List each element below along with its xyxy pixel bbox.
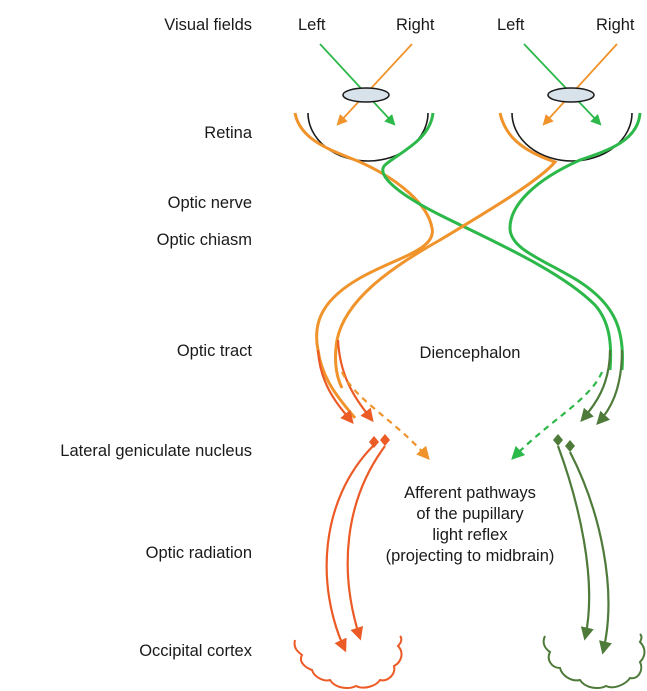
left-eye-temporal-fibers — [293, 112, 434, 419]
diencephalon-label: Diencephalon — [420, 344, 521, 362]
right-eye-nasal-fibers — [334, 112, 558, 389]
right-eye-orange-ray — [542, 43, 618, 126]
right-lgn-diamond-1 — [553, 434, 563, 446]
right-lgn-nuclei — [553, 434, 575, 452]
afferent-label-line4: (projecting to midbrain) — [386, 547, 555, 565]
right-field-label-1: Right — [396, 16, 435, 34]
left-optic-radiation — [325, 445, 386, 653]
left-lgn-diamond-2 — [380, 434, 390, 446]
right-occipital-cortex-shape — [542, 633, 646, 689]
right-eye-pathways — [334, 112, 642, 389]
left-eye-lens-icon — [342, 87, 390, 103]
right-eye-lens-icon — [547, 87, 595, 103]
left-field-label-2: Left — [497, 16, 525, 34]
left-lgn-nuclei — [369, 434, 390, 448]
left-tract-to-lgn — [316, 339, 430, 460]
lgn-label: Lateral geniculate nucleus — [60, 442, 252, 460]
afferent-label-line3: light reflex — [432, 526, 508, 544]
right-eye-retina-arc — [511, 112, 633, 162]
optic-radiation-label: Optic radiation — [146, 544, 252, 562]
left-tract-arrow-2 — [336, 339, 374, 423]
right-radiation-fiber-1 — [556, 445, 594, 641]
right-eye-temporal-fibers — [508, 112, 642, 371]
right-tract-arrow-2 — [596, 349, 624, 425]
right-radiation-fiber-2 — [569, 451, 612, 655]
left-eye-orange-ray — [336, 43, 413, 126]
optic-nerve-label: Optic nerve — [168, 194, 252, 212]
right-eye-light-rays — [523, 43, 618, 126]
occipital-cortex-label: Occipital cortex — [139, 642, 253, 660]
optic-chiasm-label: Optic chiasm — [157, 231, 252, 249]
left-radiation-fiber-1 — [325, 445, 374, 653]
left-occipital-cortex-shape — [293, 635, 403, 689]
left-eye-light-rays — [319, 43, 413, 126]
left-eye-retina-arc — [307, 112, 429, 162]
visual-fields-label: Visual fields — [164, 16, 252, 34]
left-lgn-diamond-1 — [369, 436, 379, 448]
right-optic-radiation — [556, 445, 612, 655]
left-tract-arrow-1 — [316, 349, 354, 425]
left-field-label-1: Left — [298, 16, 326, 34]
left-radiation-fiber-2 — [346, 445, 386, 641]
right-eye-green-ray — [523, 43, 602, 126]
right-lgn-diamond-2 — [565, 440, 575, 452]
retina-label: Retina — [204, 124, 253, 142]
afferent-label-line1: Afferent pathways — [404, 484, 536, 502]
afferent-label-line2: of the pupillary — [416, 505, 524, 523]
right-tract-arrow-1 — [580, 349, 612, 422]
right-tract-to-lgn — [511, 349, 624, 460]
left-eye-green-ray — [319, 43, 396, 126]
left-eye-nasal-fibers — [381, 112, 613, 371]
optic-tract-label: Optic tract — [177, 342, 253, 360]
right-field-label-2: Right — [596, 16, 635, 34]
